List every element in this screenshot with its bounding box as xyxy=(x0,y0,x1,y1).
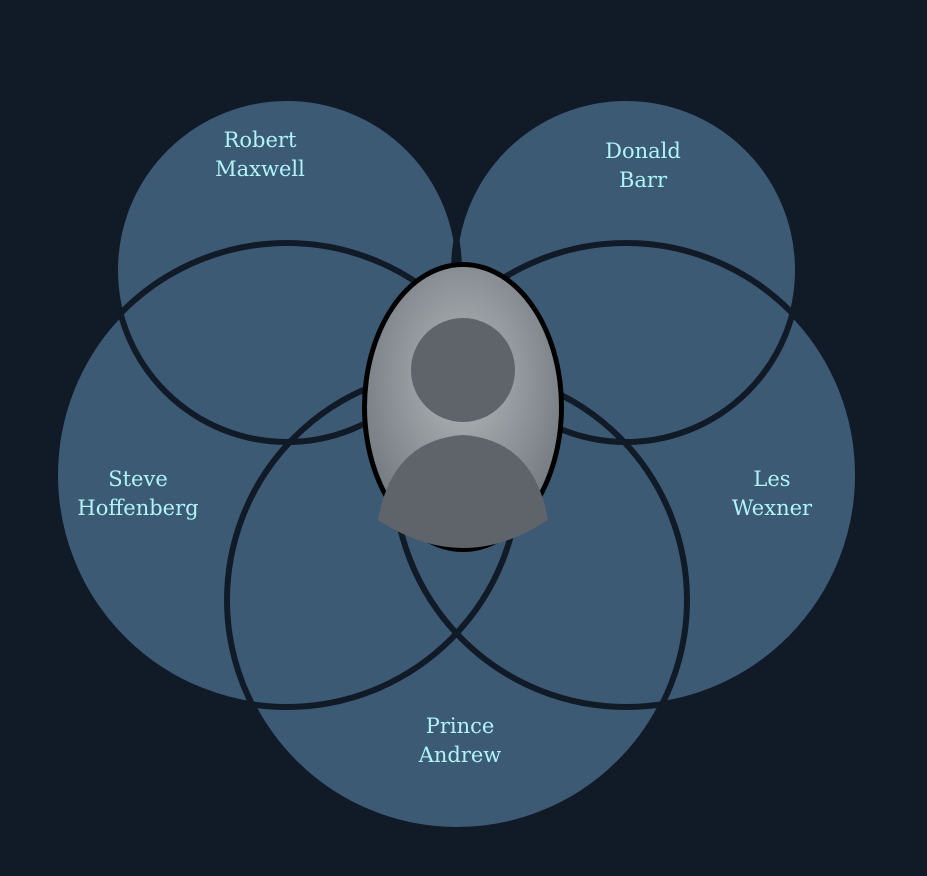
silhouette-head-icon xyxy=(411,318,515,422)
set-label-top-right: Donald Barr xyxy=(558,137,728,195)
set-label-top-left: Robert Maxwell xyxy=(175,126,345,184)
set-label-bottom: Prince Andrew xyxy=(375,712,545,770)
center-photo xyxy=(362,262,564,552)
set-label-left: Steve Hoffenberg xyxy=(53,465,223,523)
set-label-right: Les Wexner xyxy=(687,465,857,523)
